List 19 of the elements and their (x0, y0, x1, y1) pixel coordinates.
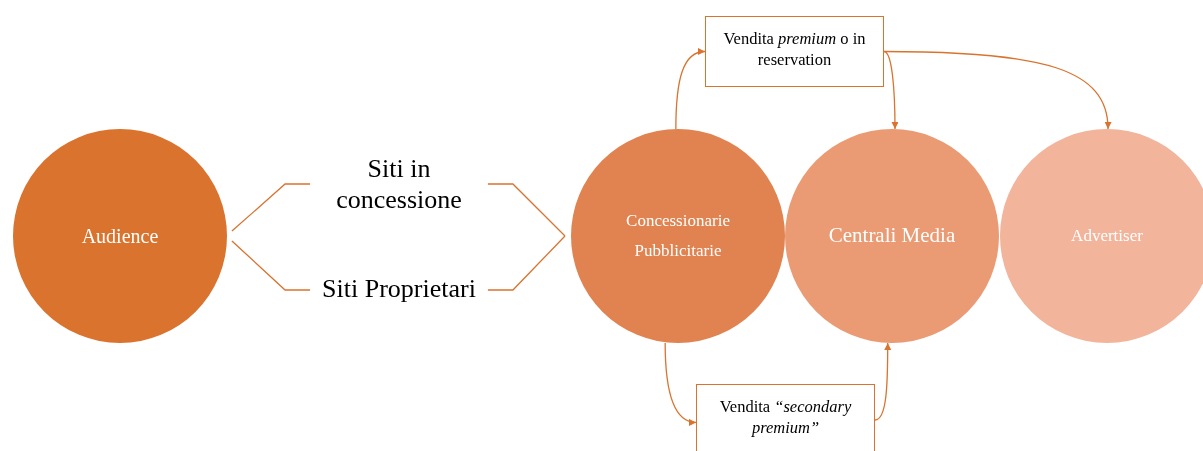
node-label: Concessionarie Pubblicitarie (625, 210, 731, 262)
process-box (696, 384, 875, 451)
arrow (883, 50, 899, 130)
connector-line (487, 183, 566, 237)
arrow (675, 48, 706, 130)
connector-line (231, 240, 311, 291)
connector-line (487, 235, 566, 291)
arrow (874, 342, 892, 421)
node-label: Audience (81, 224, 159, 248)
arrow (883, 50, 1111, 130)
node-label: Advertiser (1071, 225, 1143, 247)
box-label: Vendita premium o in reservation (722, 28, 867, 72)
box-label: Vendita “secondary premium” (718, 396, 853, 440)
connector-line (231, 183, 311, 232)
arrow (664, 342, 697, 426)
node-label: Siti in concessione (335, 152, 463, 216)
node-label: Centrali Media (828, 223, 956, 249)
process-box (705, 16, 884, 87)
node-label: Siti Proprietari (322, 273, 476, 305)
